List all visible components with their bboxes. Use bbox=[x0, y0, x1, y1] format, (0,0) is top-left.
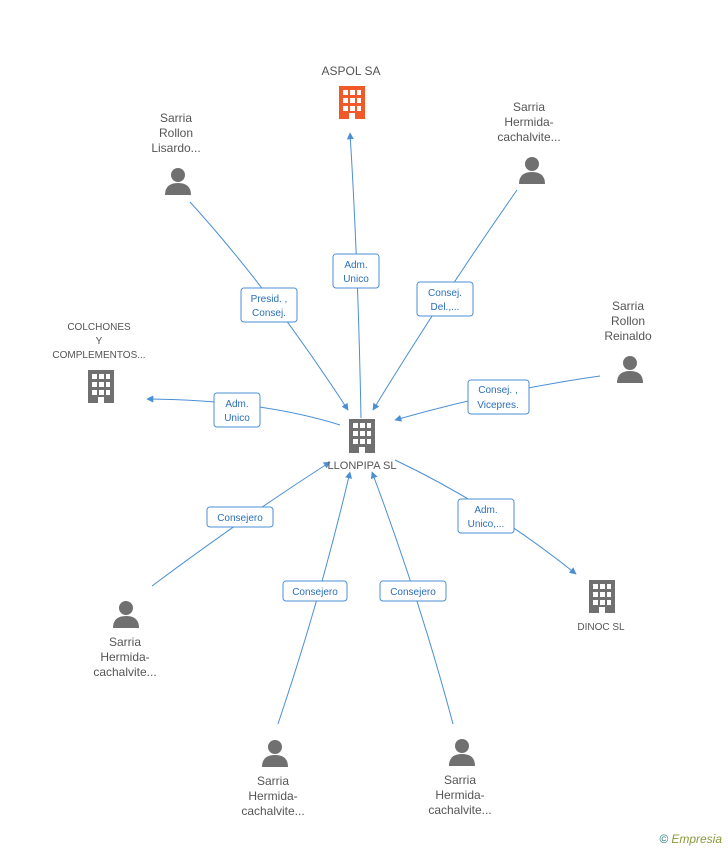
node-label: Hermida- bbox=[435, 788, 484, 802]
node-label: Sarria bbox=[257, 774, 289, 788]
node-label: COLCHONES bbox=[67, 322, 131, 333]
footer-brand[interactable]: ©Empresia bbox=[659, 832, 722, 846]
role-box-left[interactable]: Consejero bbox=[206, 506, 274, 528]
role-text: Adm. bbox=[474, 505, 497, 516]
node-label: Hermida- bbox=[504, 115, 553, 129]
role-text: Consej. bbox=[428, 288, 462, 299]
person-icon bbox=[617, 356, 643, 383]
node-label: LLONPIPA SL bbox=[328, 460, 397, 472]
node-person-reinaldo[interactable]: Sarria Rollon Reinaldo bbox=[604, 299, 652, 383]
node-label: Sarria bbox=[513, 100, 545, 114]
person-icon bbox=[113, 601, 139, 628]
node-label: Hermida- bbox=[100, 650, 149, 664]
role-text: Consejero bbox=[217, 513, 263, 524]
role-text: Adm. bbox=[344, 260, 367, 271]
person-icon bbox=[165, 168, 191, 195]
role-text: Consejero bbox=[390, 587, 436, 598]
role-text: Vicepres. bbox=[477, 400, 519, 411]
role-box-bottom-right[interactable]: Consejero bbox=[379, 580, 447, 602]
node-label: Sarria bbox=[444, 773, 476, 787]
node-person-bottom-right[interactable]: Sarria Hermida- cachalvite... bbox=[428, 739, 492, 817]
building-icon bbox=[589, 580, 615, 613]
person-icon bbox=[449, 739, 475, 766]
node-label: ASPOL SA bbox=[322, 64, 381, 78]
role-text: Presid. , bbox=[251, 294, 288, 305]
node-label: DINOC SL bbox=[577, 622, 625, 633]
role-text: Consej. bbox=[252, 308, 286, 319]
node-person-top-right[interactable]: Sarria Hermida- cachalvite... bbox=[497, 100, 561, 184]
copyright-symbol: © bbox=[659, 832, 669, 846]
role-box-dinoc[interactable]: Adm. Unico,... bbox=[457, 498, 515, 534]
node-label: Sarria bbox=[160, 111, 192, 125]
building-icon bbox=[88, 370, 114, 403]
node-label: Rollon bbox=[159, 126, 193, 140]
role-text: Consej. , bbox=[478, 385, 517, 396]
node-label: Hermida- bbox=[248, 789, 297, 803]
node-label: Sarria bbox=[612, 299, 644, 313]
node-colchones[interactable]: COLCHONES Y COMPLEMENTOS... bbox=[52, 322, 146, 403]
building-icon bbox=[349, 419, 375, 453]
node-aspol[interactable]: ASPOL SA bbox=[322, 64, 381, 119]
node-label: COMPLEMENTOS... bbox=[52, 350, 145, 361]
person-icon bbox=[519, 157, 545, 184]
role-box-aspol[interactable]: Adm. Unico bbox=[332, 253, 380, 289]
node-dinoc[interactable]: DINOC SL bbox=[577, 580, 625, 633]
role-box-lisardo[interactable]: Presid. , Consej. bbox=[240, 287, 298, 323]
node-person-left[interactable]: Sarria Hermida- cachalvite... bbox=[93, 601, 157, 679]
building-icon bbox=[339, 86, 365, 119]
role-text: Unico bbox=[343, 274, 369, 285]
role-box-bottom-left[interactable]: Consejero bbox=[282, 580, 348, 602]
role-text: Unico,... bbox=[468, 519, 505, 530]
role-text: Del.,... bbox=[431, 302, 460, 313]
role-text: Adm. bbox=[225, 399, 248, 410]
role-text: Consejero bbox=[292, 587, 338, 598]
node-label: cachalvite... bbox=[241, 804, 304, 818]
role-box-reinaldo[interactable]: Consej. , Vicepres. bbox=[467, 379, 530, 415]
node-person-lisardo[interactable]: Sarria Rollon Lisardo... bbox=[151, 111, 201, 195]
node-label: Sarria bbox=[109, 635, 141, 649]
brand-name: Empresia bbox=[671, 832, 722, 846]
node-label: Lisardo... bbox=[151, 141, 200, 155]
node-label: Rollon bbox=[611, 314, 645, 328]
node-label: cachalvite... bbox=[428, 803, 491, 817]
role-box-top-right[interactable]: Consej. Del.,... bbox=[416, 281, 474, 317]
node-label: Y bbox=[96, 336, 103, 347]
role-text: Unico bbox=[224, 413, 250, 424]
node-person-bottom-left[interactable]: Sarria Hermida- cachalvite... bbox=[241, 740, 305, 818]
role-box-colchones[interactable]: Adm. Unico bbox=[213, 392, 261, 428]
node-label: Reinaldo bbox=[604, 329, 652, 343]
person-icon bbox=[262, 740, 288, 767]
node-label: cachalvite... bbox=[93, 665, 156, 679]
node-label: cachalvite... bbox=[497, 130, 560, 144]
node-llonpipa[interactable]: LLONPIPA SL bbox=[328, 419, 397, 472]
